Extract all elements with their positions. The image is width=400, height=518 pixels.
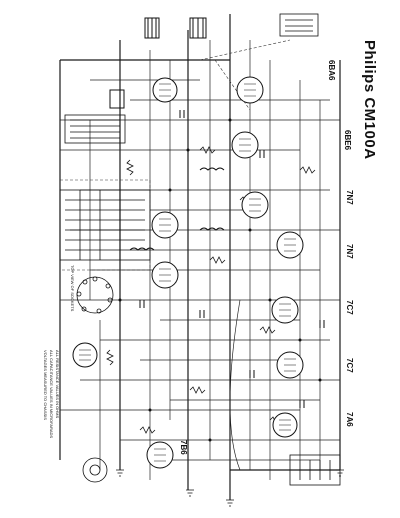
tube-label: 6BE6	[343, 130, 352, 151]
note-line: VOLTAGES MEASURED TO CHASSIS	[43, 350, 48, 420]
tube-label: 6BA6	[327, 60, 336, 81]
tube-label: 7N7	[345, 244, 354, 259]
band-switch	[59, 114, 151, 261]
socket-diagram	[76, 276, 114, 314]
tube-label: 7N7	[345, 190, 354, 205]
wiring	[60, 40, 340, 480]
tube-label: 7A6	[345, 412, 354, 427]
socket-caption: TOP VIEW OF SOCKETS	[70, 265, 75, 312]
junction-dots	[118, 118, 322, 442]
ground-symbols	[116, 469, 344, 507]
tube-internals	[79, 83, 296, 462]
tube-label: 7B6	[179, 440, 188, 455]
note-line: ALL RESISTANCE VALUES IN OHMS	[55, 350, 60, 419]
schematic-title: Philips CM100A	[361, 40, 378, 160]
tube-label: 7C7	[345, 358, 354, 373]
transformers	[109, 17, 225, 251]
tube-label: 7C7	[345, 300, 354, 315]
note-line: ALL CAPACITANCE VALUES IN MICROFARADS	[49, 350, 54, 439]
output-terminals	[82, 13, 341, 486]
